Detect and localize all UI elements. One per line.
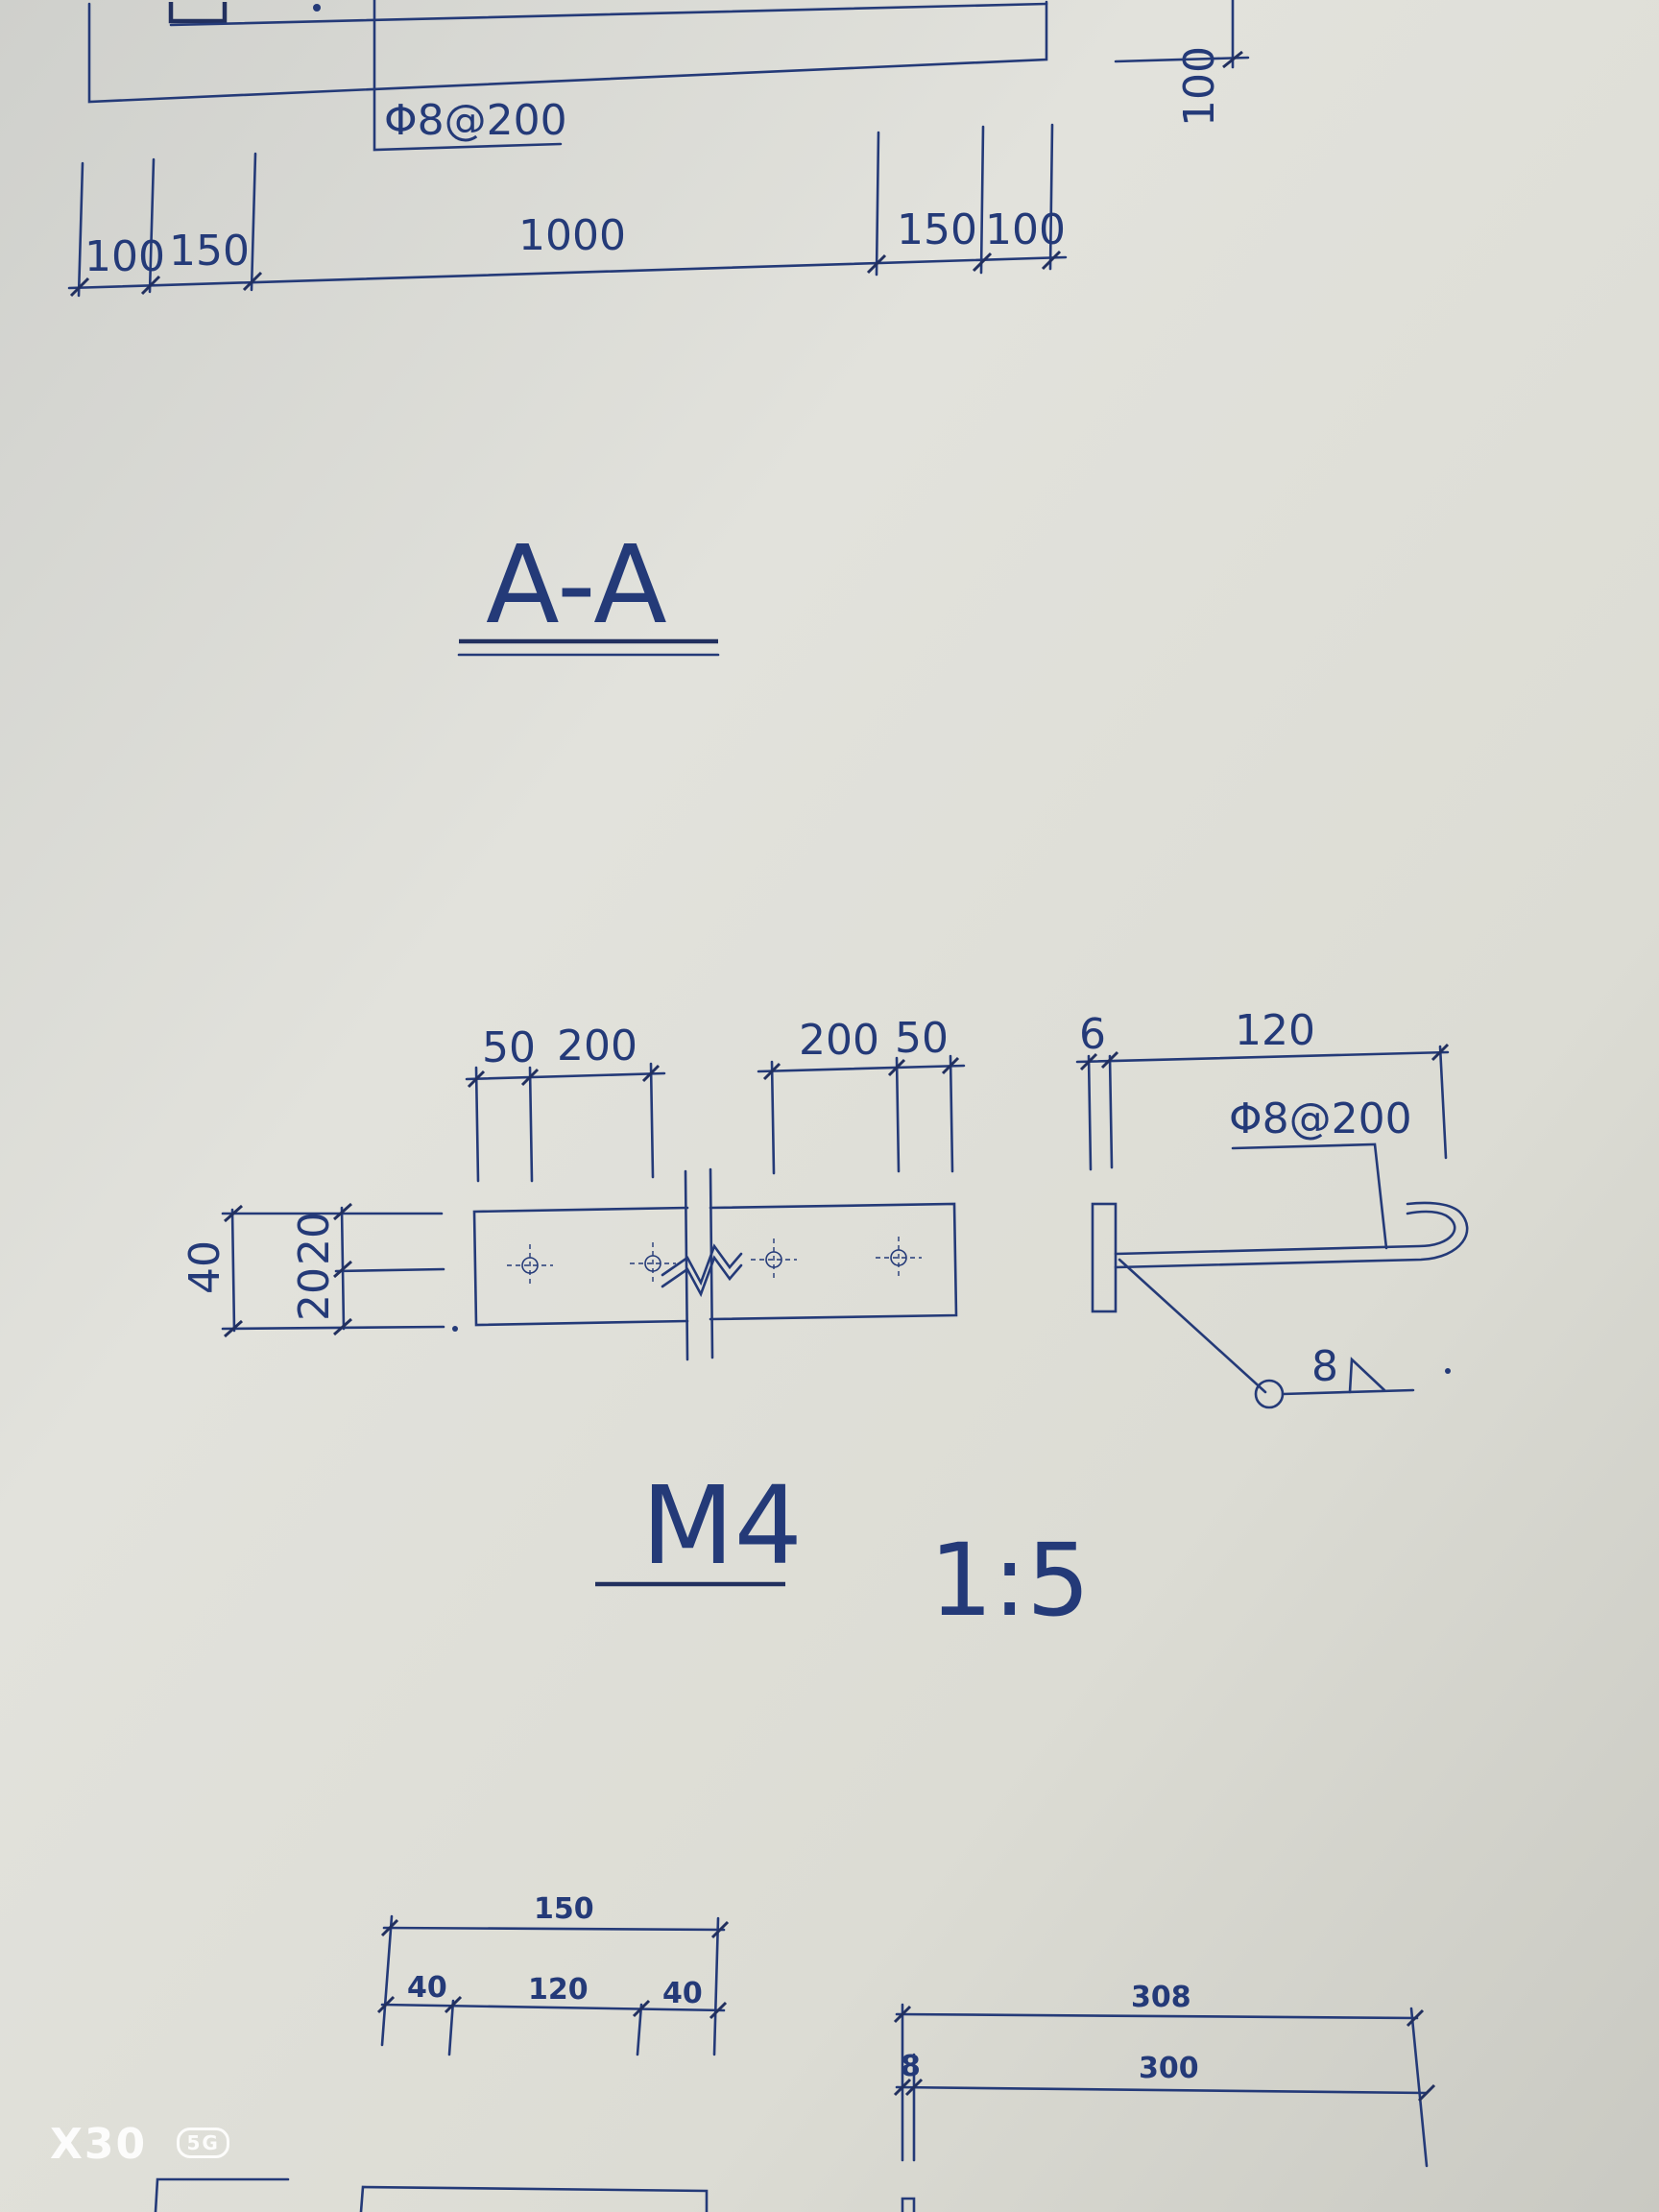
height-dim-line-total [230,1208,236,1333]
side-dim-120: 120 [1235,1006,1315,1055]
top-rebar-label: Φ8@200 [384,96,567,145]
m4-dim-200-left: 200 [557,1022,637,1070]
top-dim-150-right: 150 [897,205,977,254]
fillet-weld-symbol [1348,1357,1386,1394]
bl-total-dim-line [382,1926,726,1932]
side-dim-ref-line [1114,56,1250,63]
weld-leader [1118,1258,1267,1394]
bottom-right-detail: 308 300 8 [893,1981,1436,2212]
top-dimension-line [67,255,1068,290]
watermark-brand: X30 [50,2120,148,2169]
side-rebar-label: Φ8@200 [1229,1094,1412,1143]
anchor-bar-lower [1114,1201,1469,1269]
m4-detail: 50 200 200 50 [180,1006,1469,1409]
top-section: Φ8@200 100 150 1000 150 100 100 [67,0,1250,298]
side-view-dim-line [1075,1050,1450,1064]
plate-left-half [472,1206,689,1327]
m4-dim-50-right: 50 [895,1014,949,1063]
weld-ref-line [1281,1388,1415,1396]
m4-height-20-bottom: 20 [290,1267,339,1321]
top-dim-100-left: 100 [84,232,165,281]
top-dim-100-right: 100 [985,205,1066,254]
break-zigzag [661,1243,743,1286]
br-dim-300: 300 [1139,2052,1199,2085]
bl-dim-120: 120 [528,1973,589,2007]
detail-title: M4 [641,1464,803,1589]
br-dim-308: 308 [1131,1981,1191,2014]
m4-height-40: 40 [180,1240,229,1294]
bottom-left-detail: 150 40 120 40 [154,1892,730,2212]
rebar-leader [373,0,563,152]
ext-line-6 [1048,123,1054,271]
m4-height-20-top: 20 [290,1212,339,1265]
br-partial-mark [901,2197,916,2212]
ext-line-5 [979,125,985,275]
br-dim-8: 8 [901,2050,921,2083]
br-inner-dim-line [895,2085,1429,2095]
top-dim-150-left: 150 [169,227,250,276]
camera-watermark: X30 5G [50,2120,229,2169]
top-dim-1000: 1000 [518,211,626,260]
slab-top-line [169,2,1048,27]
plate-holes [507,1237,922,1286]
m4-dim-line-left [465,1071,666,1081]
ext-line-1 [77,161,84,298]
m4-dim-50-left: 50 [482,1023,536,1072]
side-rebar-leader [1231,1142,1388,1250]
anchor-bar-upper [1114,1210,1456,1256]
ext-line-3 [250,152,257,292]
detail-scale: 1:5 [929,1522,1090,1639]
embedded-plate [168,2,228,24]
br-total-dim-line [895,2012,1419,2020]
section-title-group: A-A [457,523,720,657]
bl-dim-150: 150 [534,1892,594,1926]
side-dim-6: 6 [1079,1010,1106,1059]
bl-partial-shape [154,2177,290,2212]
plate-right-half [709,1202,958,1321]
watermark-network-badge: 5G [177,2128,229,2158]
ext-line-2 [148,157,156,294]
side-plate [1091,1202,1118,1313]
bl-dim-40-left: 40 [407,1971,447,2005]
break-line-1 [684,1169,689,1361]
weld-size-8: 8 [1311,1342,1338,1391]
bl-dim-40-right: 40 [662,1977,703,2010]
side-dim-100: 100 [1175,46,1224,127]
rebar-dot [313,4,321,12]
bl-parts-dim-line [380,2003,726,2012]
m4-dim-line-right [757,1064,966,1073]
slab-outline [87,0,1048,104]
bl-partial-plate [359,2185,709,2212]
ext-line-4 [875,131,880,276]
section-title: A-A [486,523,667,648]
m4-dim-200-right: 200 [799,1016,879,1065]
detail-title-group: M4 1:5 [595,1464,1090,1639]
